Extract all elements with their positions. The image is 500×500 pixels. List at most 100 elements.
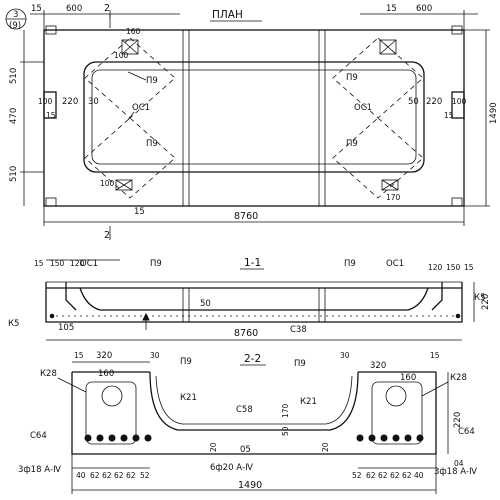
plan-lug-width-left: 100 bbox=[38, 97, 53, 106]
corner-plate bbox=[451, 197, 463, 207]
corner-plate bbox=[451, 25, 463, 35]
s2-reinforcement-right: 3ф18 А-Ⅳ bbox=[434, 467, 477, 477]
plan-top-insert-160: 160 bbox=[126, 27, 141, 36]
plan-bottom-insert-170: 170 bbox=[386, 193, 401, 202]
svg-text:62: 62 bbox=[366, 471, 376, 480]
s2-label-c64-right: С64 bbox=[458, 427, 475, 437]
plan-cavity bbox=[83, 61, 425, 173]
s2-height: 220 bbox=[453, 412, 463, 428]
s1-dim-150-right: 150 bbox=[446, 263, 461, 272]
plan-label-p9-bottom-left: П9 bbox=[146, 139, 158, 149]
s1-label-c38: С38 bbox=[290, 325, 307, 335]
left-lug bbox=[43, 91, 57, 119]
plan-lug-depth-right: 220 bbox=[426, 97, 442, 107]
section-1-1-trough bbox=[79, 287, 429, 311]
plan-lug-width-right: 100 bbox=[452, 97, 467, 106]
s1-height: 220 bbox=[481, 294, 491, 310]
left-lower-zone bbox=[84, 117, 176, 199]
plan-left-dim-1: 510 bbox=[9, 68, 19, 84]
left-stirrup bbox=[85, 381, 137, 445]
s2-label-p9-right: П9 bbox=[294, 359, 306, 369]
plan-label-oc1-left: ОС1 bbox=[132, 103, 150, 113]
s2-reinforcement-left: 3ф18 А-Ⅳ bbox=[18, 465, 61, 475]
s2-spacing-right: 52 62 62 62 62 40 bbox=[352, 471, 424, 480]
plan-left-dim-3: 510 bbox=[9, 166, 19, 182]
s2-label-c64-left: С64 bbox=[30, 431, 47, 441]
plan-view: ПЛАН 3 (9) bbox=[5, 3, 499, 241]
svg-text:52: 52 bbox=[140, 471, 150, 480]
s1-dim-120: 120 bbox=[70, 259, 85, 268]
section-marker-bottom: 2 bbox=[104, 230, 110, 241]
callout-sheet: (9) bbox=[9, 21, 21, 31]
plan-lug-edge-left: 15 bbox=[46, 111, 56, 120]
s2-label-k21-left: К21 bbox=[180, 393, 197, 403]
corner-plate bbox=[45, 25, 57, 35]
section-2-2-outline bbox=[71, 372, 437, 455]
right-stirrup bbox=[371, 381, 423, 445]
s2-dim-30-left: 30 bbox=[150, 351, 160, 360]
plan-top-insert-100: 100 bbox=[114, 51, 129, 60]
svg-text:62: 62 bbox=[114, 471, 124, 480]
plan-end-part-right: 600 bbox=[416, 4, 432, 14]
left-hole bbox=[101, 385, 123, 407]
s2-label-c58: С58 bbox=[236, 405, 253, 415]
s2-dim-320-right: 320 bbox=[370, 361, 386, 371]
svg-text:62: 62 bbox=[102, 471, 112, 480]
s2-reinforcement-main: 6ф20 А-Ⅳ bbox=[210, 463, 253, 473]
plan-edge-bottom: 15 bbox=[134, 207, 145, 217]
s2-label-k28-right: К28 bbox=[450, 373, 467, 383]
s1-dim-15: 15 bbox=[34, 259, 44, 268]
svg-text:40: 40 bbox=[414, 471, 424, 480]
section-2-2-title: 2-2 bbox=[244, 353, 261, 365]
plan-length: 8760 bbox=[234, 211, 258, 222]
section-2-2: 2-2 bbox=[18, 351, 477, 494]
svg-text:40: 40 bbox=[76, 471, 86, 480]
plan-title: ПЛАН bbox=[212, 9, 243, 21]
s1-label-oc1-left: ОС1 bbox=[80, 259, 98, 269]
s2-dim-320-left: 320 bbox=[96, 351, 112, 361]
s1-length: 8760 bbox=[234, 328, 258, 339]
right-hook bbox=[431, 282, 443, 311]
section-marker-top: 2 bbox=[104, 3, 110, 14]
s2-dim-15-left: 15 bbox=[74, 351, 84, 360]
svg-text:62: 62 bbox=[390, 471, 400, 480]
s2-spacing-left: 40 62 62 62 62 52 bbox=[76, 471, 150, 480]
s1-label-p9-right: П9 bbox=[344, 259, 356, 269]
s2-dim-160-right: 160 bbox=[400, 373, 416, 383]
svg-text:52: 52 bbox=[352, 471, 362, 480]
plan-end-part-left: 600 bbox=[66, 4, 82, 14]
s2-dim-20-mid: 20 bbox=[209, 442, 218, 452]
s1-label-p9-left: П9 bbox=[150, 259, 162, 269]
callout-number: 3 bbox=[13, 10, 18, 20]
s2-dim-50: 50 bbox=[281, 426, 290, 436]
section-1-1-outline bbox=[45, 282, 463, 323]
s1-dim-120-right: 120 bbox=[428, 263, 443, 272]
top-right-insert bbox=[379, 39, 397, 55]
svg-text:62: 62 bbox=[402, 471, 412, 480]
s2-width: 1490 bbox=[238, 480, 262, 491]
svg-text:62: 62 bbox=[378, 471, 388, 480]
s1-label-k5-right: К5 bbox=[474, 293, 485, 303]
section-2-2-rebar-right bbox=[356, 434, 424, 442]
plan-width: 1490 bbox=[489, 102, 499, 124]
plan-label-oc1-right: ОС1 bbox=[354, 103, 372, 113]
plan-inset-right: 50 bbox=[408, 97, 419, 107]
plan-edge-top-left: 15 bbox=[31, 4, 42, 14]
s2-label-k21-right: К21 bbox=[300, 397, 317, 407]
s1-label-k5-left: К5 bbox=[8, 319, 19, 329]
plan-label-p9-top-right: П9 bbox=[346, 73, 358, 83]
corner-plate bbox=[45, 197, 57, 207]
bottom-right-insert bbox=[381, 179, 399, 191]
s2-dim-05: 05 bbox=[240, 445, 251, 455]
plan-left-dim-2: 470 bbox=[9, 108, 19, 124]
right-lower-zone bbox=[332, 117, 424, 199]
s2-dim-20-right: 20 bbox=[321, 442, 330, 452]
plan-lug-edge-right: 15 bbox=[444, 111, 454, 120]
s2-label-k28-left: К28 bbox=[40, 369, 57, 379]
plan-bottom-insert-100: 100 bbox=[100, 179, 115, 188]
section-1-1-rebar bbox=[49, 313, 461, 319]
s2-dim-04: 04 bbox=[454, 459, 464, 468]
top-left-insert bbox=[121, 39, 139, 55]
s1-dim-15-right: 15 bbox=[464, 263, 474, 272]
